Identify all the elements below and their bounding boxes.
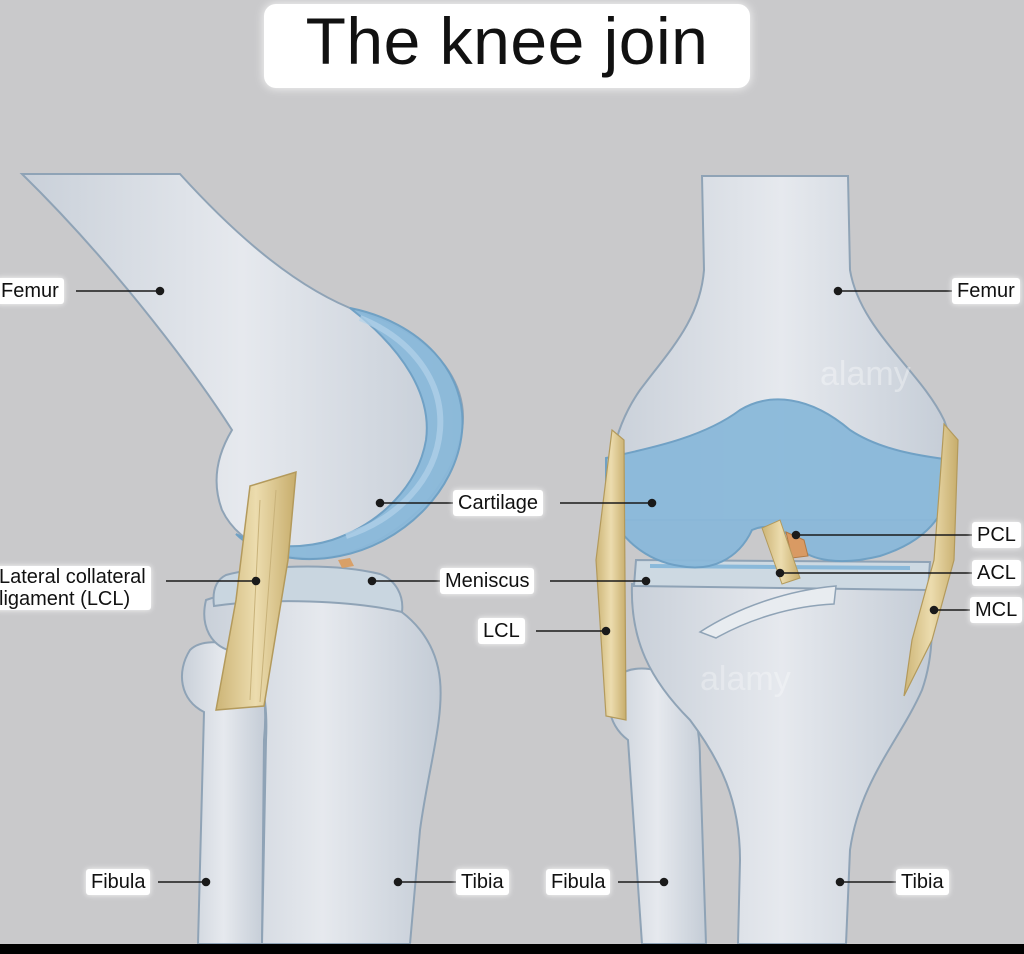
label-acl: ACL [972,560,1021,586]
label-femur-side: Femur [0,278,64,304]
label-tibia-front: Tibia [896,869,949,895]
watermark: alamy [700,660,791,698]
front-lcl-ligament [595,428,627,721]
label-pcl: PCL [972,522,1021,548]
label-lcl-line1: Lateral collateral [0,566,146,588]
side-view [19,173,464,944]
label-meniscus: Meniscus [440,568,535,594]
side-lcl-ligament [215,470,297,711]
front-mcl-ligament [903,422,959,697]
label-lcl-side: Lateral collateral ligament (LCL) [0,566,151,610]
front-view [595,175,959,944]
label-lcl-line2: ligament (LCL) [0,588,131,610]
title-box: The knee join [264,4,750,88]
front-femur-cartilage [605,398,954,569]
page-title: The knee join [305,4,709,78]
leader-lines [76,286,974,887]
front-acl-ligament [761,519,801,585]
label-cartilage: Cartilage [453,490,544,516]
label-femur-front: Femur [952,278,1020,304]
label-fibula-front: Fibula [546,869,611,895]
bottom-bar [0,944,1024,954]
label-lcl-front: LCL [478,618,525,644]
watermark: alamy [820,355,911,393]
label-tibia-side: Tibia [456,869,509,895]
front-tibia-bone [630,582,933,944]
label-mcl: MCL [970,597,1023,623]
label-fibula-side: Fibula [86,869,151,895]
